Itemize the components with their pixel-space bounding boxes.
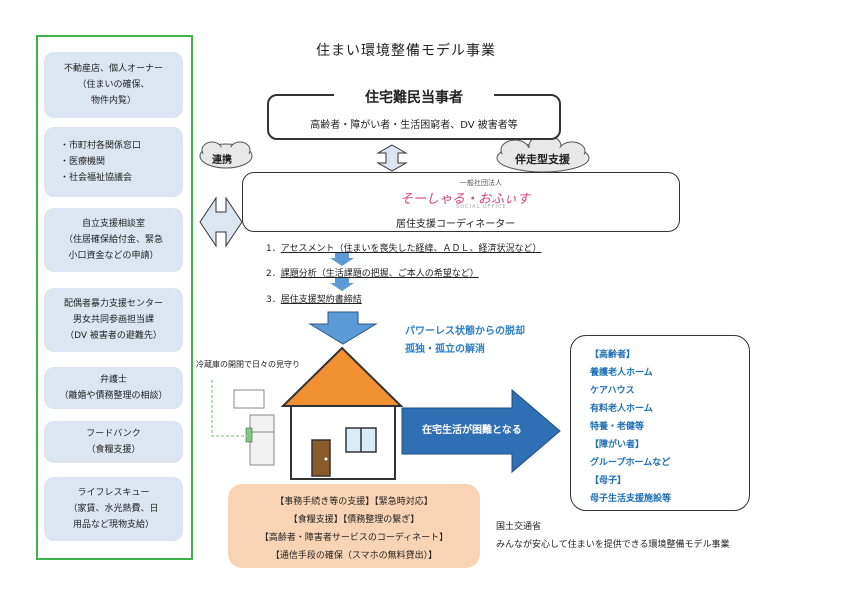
partner-org-line: （住まいの確保、 (77, 80, 150, 90)
facility-item: 有料老人ホーム (590, 404, 653, 414)
step-text: アセスメント（住まいを喪失した経緯、ＡＤＬ、経済状況など） (280, 244, 542, 254)
partner-org-4: 配偶者暴力支援センター男女共同参画担当課 （DV 被害者の避難先） (44, 288, 183, 352)
step-3: 3．居住支援契約書締結 (266, 292, 362, 305)
support-item: 【高齢者・障害者サービスのコーディネート】 (259, 533, 449, 543)
housing-refugees-box: 住宅難民当事者 高齢者・障がい者・生活困窮者、DV 被害者等 (267, 87, 561, 140)
horizontal-double-arrow (199, 196, 243, 248)
partner-org-5: 弁護士 （離婚や債務整理の相談） (44, 367, 183, 409)
partner-org-line: （離婚や債務整理の相談） (59, 391, 168, 401)
step-text: 課題分析（生活課題の把握、ご本人の希望など） (280, 269, 479, 279)
partner-org-7: ライフレスキュー （家賃、水光熱費、日用品など現物支給） (44, 477, 183, 541)
facility-item: 【母子】 (590, 476, 627, 486)
support-item: 【事務手続き等の支援】【緊急時対応】 (275, 497, 433, 507)
partner-org-line: 市町村各関係窓口 (60, 138, 141, 154)
partner-org-3: 自立支援相談室 （住居確保給付金、緊急小口資金などの申請） (44, 208, 183, 272)
project-label: みんなが安心して住まいを提供できる環境整備モデル事業 (496, 540, 730, 550)
logo-org-type: 一般社団法人 (460, 179, 502, 187)
facilities-box (570, 335, 750, 511)
partner-org-line: （住居確保給付金、緊急 (63, 235, 163, 245)
partner-org-line: 社会福祉協議会 (60, 170, 132, 186)
down-arrow (308, 311, 378, 345)
partner-org-line: （食糧支援） (86, 445, 141, 455)
outcome-2: 孤独・孤立の解消 (405, 344, 485, 355)
arrow-label: 在宅生活が困難となる (422, 425, 522, 436)
step-number: 3． (266, 295, 281, 305)
facility-item: グループホームなど (590, 458, 671, 468)
facility-item: 特養・老健等 (590, 422, 645, 432)
partner-org-6: フードバンク （食糧支援） (44, 421, 183, 463)
ministry-label: 国土交通省 (496, 522, 542, 532)
vertical-double-arrow (376, 144, 408, 172)
partner-org-2: 市町村各関係窓口医療機関社会福祉協議会 (44, 127, 183, 197)
facility-item: 【障がい者】 (590, 440, 645, 450)
banso-cloud (496, 134, 590, 173)
fridge-monitoring-label: 冷蔵庫の開閉で日々の見守り (196, 360, 300, 369)
party-title: 住宅難民当事者 (334, 87, 494, 107)
partner-org-line: 医療機関 (60, 154, 105, 170)
step-text: 居住支援契約書締結 (280, 295, 362, 305)
support-box (228, 484, 480, 568)
step-arrow-2 (330, 277, 354, 291)
refrigerator-illustration (211, 380, 275, 466)
step-1: 1．アセスメント（住まいを喪失した経緯、ＡＤＬ、経済状況など） (266, 241, 542, 254)
partner-org-line: 配偶者暴力支援センター (63, 299, 163, 309)
support-item: 【通信手段の確保（スマホの無料貸出）】 (270, 551, 438, 561)
party-subtitle: 高齢者・障がい者・生活困窮者、DV 被害者等 (310, 120, 518, 131)
renkei-label: 連携 (212, 155, 232, 166)
partner-org-line: 男女共同参画担当課 (72, 315, 154, 325)
facility-item: 【高齢者】 (590, 350, 636, 360)
partner-org-line: 小口資金などの申請） (68, 251, 159, 261)
facility-item: ケアハウス (590, 386, 635, 396)
step-number: 2． (266, 269, 281, 279)
support-item: 【食糧支援】【債務整理の繋ぎ】 (288, 515, 420, 525)
logo-name: そーしゃる・おふぃす (400, 192, 531, 207)
right-arrow (401, 388, 561, 474)
partner-org-1: 不動産店、個人オーナー （住まいの確保、物件内覧） (44, 52, 183, 118)
banso-label: 伴走型支援 (515, 153, 570, 166)
partner-org-line: 物件内覧） (90, 96, 136, 106)
partner-org-line: ライフレスキュー (77, 488, 150, 498)
coordinator-label: 居住支援コーディネーター (396, 219, 516, 230)
partner-org-line: 自立支援相談室 (81, 219, 145, 229)
step-number: 1． (266, 244, 281, 254)
partner-org-line: 弁護士 (99, 375, 127, 385)
step-arrow-1 (330, 252, 354, 266)
facility-item: 母子生活支援施設等 (590, 494, 672, 504)
partner-org-line: 不動産店、個人オーナー (63, 64, 163, 74)
renkei-cloud (199, 141, 253, 169)
partner-organizations-panel (36, 35, 193, 560)
facility-item: 養護老人ホーム (590, 368, 653, 378)
partner-org-line: フードバンク (86, 429, 141, 439)
partner-org-line: （DV 被害者の避難先） (65, 331, 162, 341)
step-2: 2．課題分析（生活課題の把握、ご本人の希望など） (266, 266, 479, 279)
partner-org-line: （家賃、水光熱費、日 (68, 504, 159, 514)
house-illustration (280, 346, 404, 480)
outcome-1: パワーレス状態からの脱却 (405, 326, 525, 337)
logo-roman: SOCIAL OFFICE (456, 204, 507, 210)
coordinator-box (242, 172, 680, 232)
partner-org-line: 用品など現物支給） (72, 520, 154, 530)
page-title: 住まい環境整備モデル事業 (316, 43, 496, 59)
